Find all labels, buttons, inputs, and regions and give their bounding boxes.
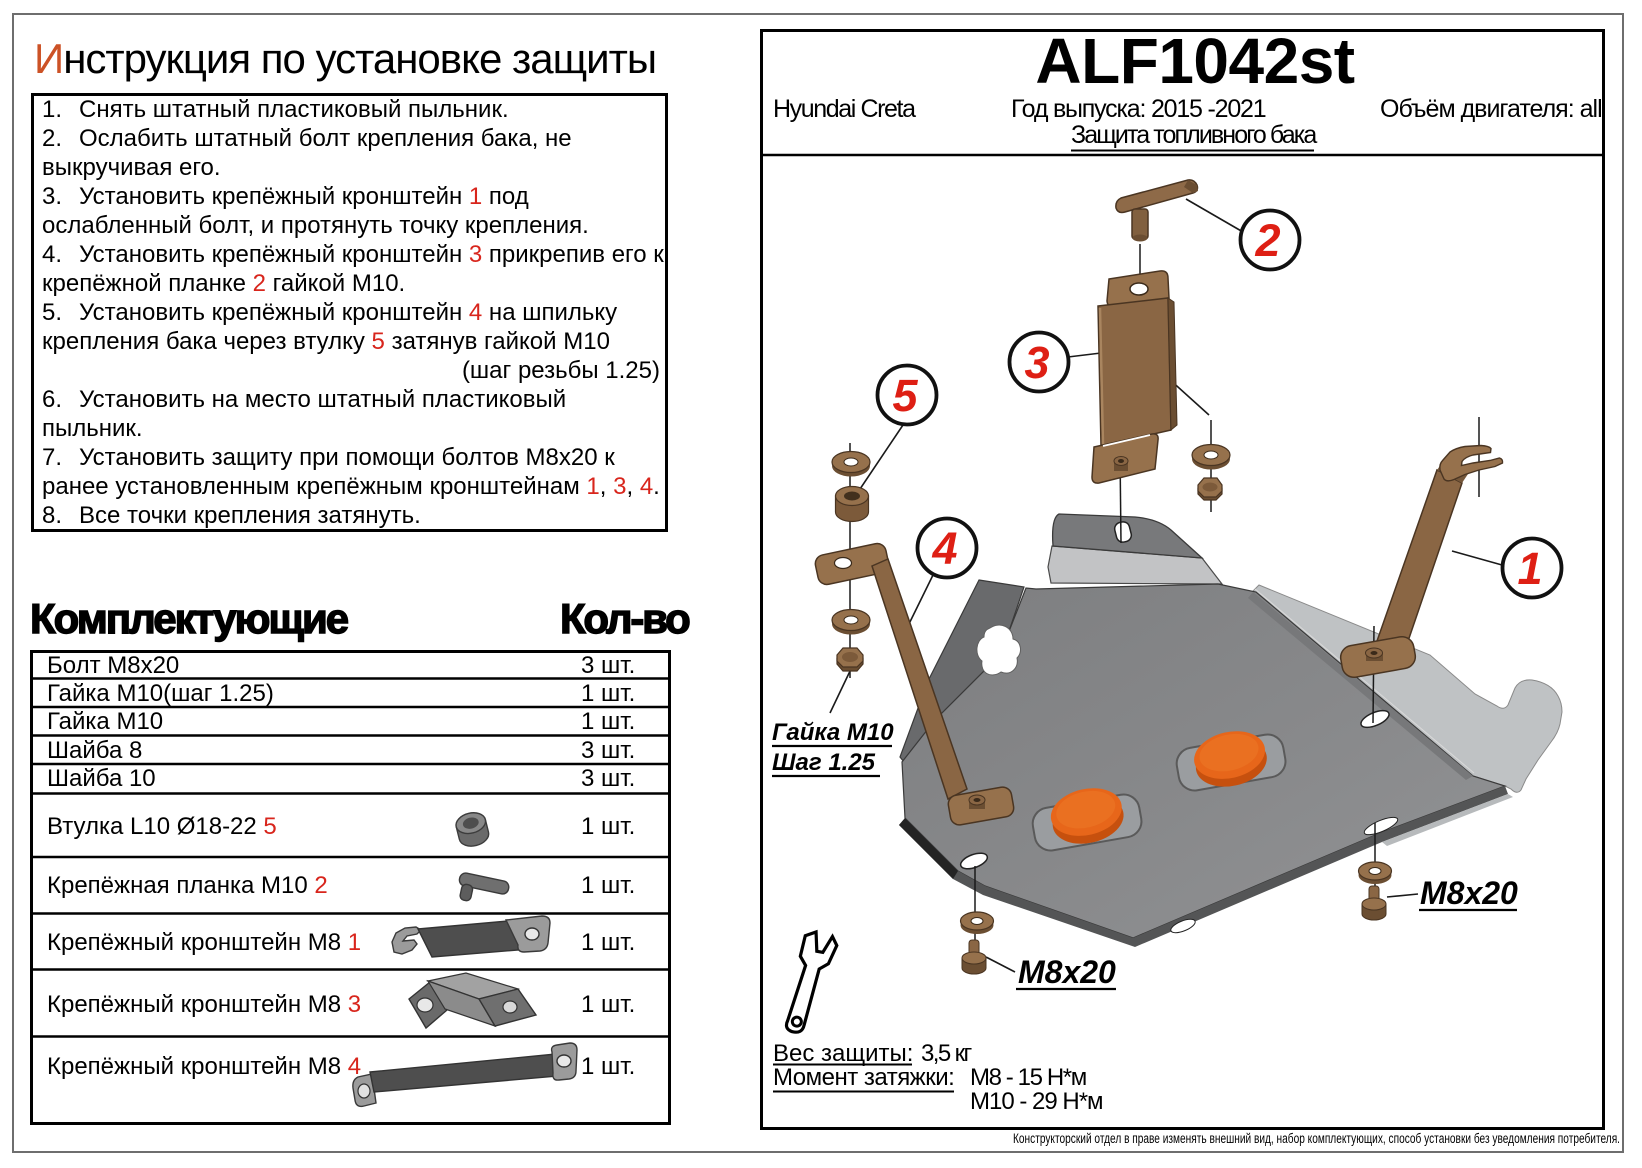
svg-text:Вес защиты:: Вес защиты: [773, 1040, 913, 1067]
svg-text:3,5 кг: 3,5 кг [921, 1040, 973, 1067]
svg-text:3 шт.: 3 шт. [581, 652, 635, 679]
svg-text:Установить крепёжный кронштейн: Установить крепёжный кронштейн 1 под [79, 183, 529, 210]
svg-text:5: 5 [892, 370, 918, 421]
svg-text:ALF1042st: ALF1042st [1035, 25, 1354, 97]
svg-text:Шайба 10: Шайба 10 [47, 765, 156, 792]
svg-text:ослабленный болт, и протянуть: ослабленный болт, и протянуть точку креп… [42, 212, 589, 239]
svg-text:Кол-во: Кол-во [560, 595, 690, 642]
svg-text:Гайка М10: Гайка М10 [47, 708, 163, 735]
svg-text:Защита топливного бака: Защита топливного бака [1071, 121, 1317, 149]
svg-text:М8х20: М8х20 [1018, 954, 1116, 990]
svg-text:2.: 2. [42, 125, 62, 152]
svg-text:1.: 1. [42, 96, 62, 123]
svg-text:М8 - 15 Н*м: М8 - 15 Н*м [970, 1064, 1086, 1091]
svg-text:Установить на место штатный пл: Установить на место штатный пластиковый [79, 386, 566, 413]
svg-text:выкручивая его.: выкручивая его. [42, 154, 221, 181]
svg-text:Объём двигателя: all: Объём двигателя: all [1380, 95, 1602, 123]
svg-text:4: 4 [931, 523, 957, 574]
svg-text:Инструкция по установке защиты: Инструкция по установке защиты [34, 35, 656, 82]
svg-text:Установить крепёжный кронштейн: Установить крепёжный кронштейн 3 прикреп… [79, 241, 664, 268]
svg-text:пыльник.: пыльник. [42, 415, 143, 442]
svg-text:1 шт.: 1 шт. [581, 872, 635, 899]
svg-text:Шайба 8: Шайба 8 [47, 737, 142, 764]
svg-text:крепёжной планке 2 гайкой М10.: крепёжной планке 2 гайкой М10. [42, 270, 405, 297]
svg-text:8.: 8. [42, 502, 62, 529]
svg-text:7.: 7. [42, 444, 62, 471]
svg-text:2: 2 [1254, 215, 1280, 266]
svg-text:6.: 6. [42, 386, 62, 413]
svg-text:Шаг 1.25: Шаг 1.25 [772, 749, 876, 776]
svg-text:Комплектующие: Комплектующие [30, 595, 348, 642]
svg-text:4.: 4. [42, 241, 62, 268]
svg-text:3: 3 [1024, 337, 1049, 388]
svg-text:крепления бака через втулку 5: крепления бака через втулку 5 затянув га… [42, 328, 610, 355]
svg-text:Год выпуска: 2015 -2021: Год выпуска: 2015 -2021 [1011, 95, 1266, 123]
svg-text:Установить крепёжный кронштейн: Установить крепёжный кронштейн 4 на шпил… [79, 299, 617, 326]
svg-text:Болт М8х20: Болт М8х20 [47, 652, 179, 679]
svg-text:1 шт.: 1 шт. [581, 991, 635, 1018]
svg-text:Hyundai Creta: Hyundai Creta [773, 95, 916, 123]
svg-text:Втулка L10 Ø18-22 5: Втулка L10 Ø18-22 5 [47, 813, 277, 840]
svg-text:Момент затяжки:: Момент затяжки: [773, 1064, 954, 1091]
svg-text:1 шт.: 1 шт. [581, 1053, 635, 1080]
svg-text:Крепёжный кронштейн М8 3: Крепёжный кронштейн М8 3 [47, 991, 361, 1018]
svg-text:М10 - 29 Н*м: М10 - 29 Н*м [970, 1088, 1103, 1115]
svg-text:3 шт.: 3 шт. [581, 765, 635, 792]
svg-text:1 шт.: 1 шт. [581, 708, 635, 735]
svg-text:5.: 5. [42, 299, 62, 326]
svg-text:Конструкторский отдел в праве: Конструкторский отдел в праве изменять в… [1013, 1131, 1620, 1146]
svg-text:Установить защиту при помощи б: Установить защиту при помощи болтов М8х2… [79, 444, 615, 471]
svg-text:Гайка М10: Гайка М10 [772, 719, 894, 746]
svg-text:3 шт.: 3 шт. [581, 737, 635, 764]
svg-text:Все точки крепления затянуть.: Все точки крепления затянуть. [79, 502, 421, 529]
svg-text:1 шт.: 1 шт. [581, 929, 635, 956]
svg-text:Крепёжный кронштейн М8 4: Крепёжный кронштейн М8 4 [47, 1053, 361, 1080]
svg-text:(шаг резьбы 1.25): (шаг резьбы 1.25) [462, 357, 660, 384]
svg-text:Крепёжная планка М10 2: Крепёжная планка М10 2 [47, 872, 328, 899]
svg-text:ранее установленным крепёжным: ранее установленным крепёжным кронштейна… [42, 473, 660, 500]
svg-text:1: 1 [1517, 543, 1542, 594]
svg-text:1 шт.: 1 шт. [581, 680, 635, 707]
svg-text:3.: 3. [42, 183, 62, 210]
svg-text:Крепёжный кронштейн М8 1: Крепёжный кронштейн М8 1 [47, 929, 361, 956]
svg-text:Гайка М10(шаг 1.25): Гайка М10(шаг 1.25) [47, 680, 274, 707]
svg-text:Снять штатный пластиковый пыль: Снять штатный пластиковый пыльник. [79, 96, 509, 123]
svg-text:1 шт.: 1 шт. [581, 813, 635, 840]
svg-text:М8х20: М8х20 [1420, 875, 1518, 911]
svg-text:Ослабить штатный болт креплени: Ослабить штатный болт крепления бака, не [79, 125, 572, 152]
